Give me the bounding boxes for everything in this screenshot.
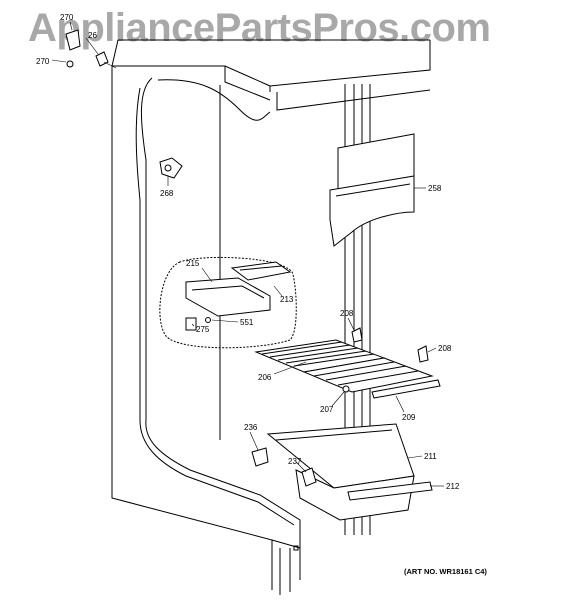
- callout-211: 211: [424, 452, 437, 461]
- callout-258: 258: [428, 184, 442, 193]
- cabinet-outline: [111, 39, 431, 595]
- bin-211: [251, 423, 433, 521]
- hinge-hardware: [65, 29, 117, 69]
- callout-207: 207: [320, 405, 334, 414]
- callout-208-center: 208: [340, 309, 354, 318]
- callout-275: 275: [196, 325, 210, 334]
- shelf-206: [254, 327, 441, 399]
- cover-258: [329, 133, 415, 247]
- callout-551: 551: [240, 318, 254, 327]
- watermark: AppliancePartsPros.com: [28, 6, 491, 50]
- callout-237: 237: [288, 457, 302, 466]
- ice-bin-group: [159, 256, 297, 349]
- callout-206: 206: [258, 373, 272, 382]
- callout-270-top: 270: [60, 13, 74, 22]
- callout-208-right: 208: [438, 344, 452, 353]
- clip-268: [159, 157, 183, 179]
- callout-215: 215: [186, 259, 200, 268]
- callout-270-left: 270: [36, 57, 50, 66]
- callout-209: 209: [402, 413, 416, 422]
- callout-213: 213: [280, 295, 294, 304]
- callout-268: 268: [160, 189, 174, 198]
- callout-212: 212: [446, 482, 460, 491]
- callout-26x: 26: [88, 31, 97, 40]
- callout-236: 236: [244, 423, 258, 432]
- art-number: (ART NO. WR18161 C4): [404, 567, 487, 576]
- leader-lines: [51, 21, 444, 487]
